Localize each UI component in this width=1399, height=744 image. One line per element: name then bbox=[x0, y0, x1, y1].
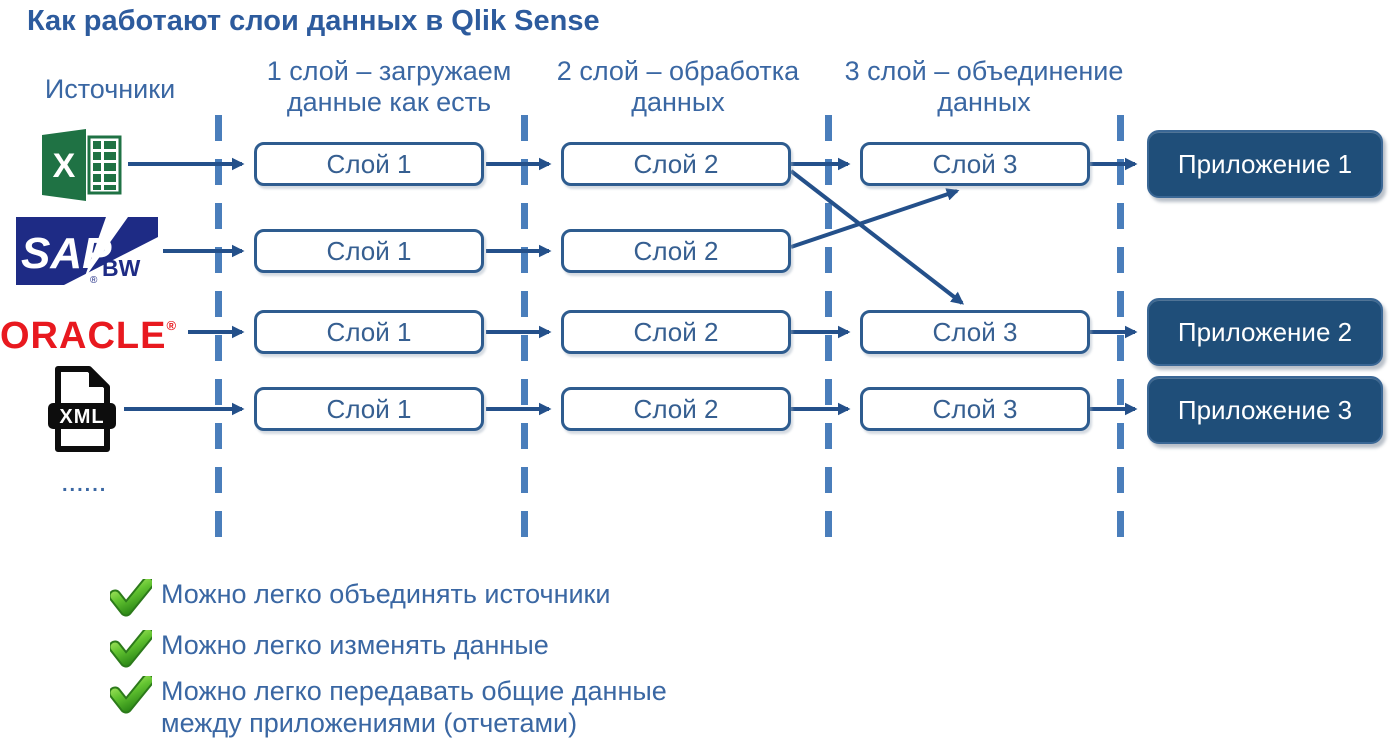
green-check-icon bbox=[110, 676, 152, 714]
xml-file-icon: XML bbox=[48, 366, 116, 452]
stage-divider-line-4 bbox=[1117, 115, 1124, 553]
excel-icon: X bbox=[42, 129, 122, 201]
stage-divider-line-2 bbox=[521, 115, 528, 553]
benefit-text: Можно легко передавать общие данные межд… bbox=[161, 676, 667, 738]
green-check-icon bbox=[110, 630, 152, 668]
layer3-box-row4: Слой 3 bbox=[860, 387, 1090, 431]
sap-reg-mark: ® bbox=[90, 275, 98, 285]
page-title: Как работают слои данных в Qlik Sense bbox=[27, 5, 600, 37]
arrow-layer2-row1-to-layer3-row3-cross bbox=[789, 169, 965, 305]
layer2-box-row4: Слой 2 bbox=[561, 387, 791, 431]
green-check-icon bbox=[110, 579, 152, 617]
stage-divider-line-1 bbox=[215, 115, 222, 553]
more-sources-ellipsis: ...... bbox=[62, 474, 108, 496]
benefit-text: Можно легко изменять данные bbox=[161, 630, 549, 660]
benefit-item: Можно легко объединять источники bbox=[110, 578, 610, 617]
xml-text: XML bbox=[59, 406, 104, 428]
column-header-sources: Источники bbox=[44, 74, 176, 104]
column-header-layer3: 3 слой – объединение данных bbox=[844, 56, 1124, 117]
layer1-box-row1: Слой 1 bbox=[254, 142, 484, 186]
application-box-3: Приложение 3 bbox=[1147, 376, 1383, 444]
layer1-box-row2: Слой 1 bbox=[254, 229, 484, 273]
benefit-item: Можно легко изменять данные bbox=[110, 629, 549, 668]
arrow-layer2-row2-to-layer3-row1-cross bbox=[790, 188, 960, 249]
excel-grid bbox=[93, 141, 116, 190]
benefit-item: Можно легко передавать общие данные межд… bbox=[110, 675, 673, 739]
application-box-2: Приложение 2 bbox=[1147, 298, 1383, 366]
layer2-box-row3: Слой 2 bbox=[561, 310, 791, 354]
excel-letter: X bbox=[53, 147, 76, 185]
layer2-box-row1: Слой 2 bbox=[561, 142, 791, 186]
stage-divider-line-3 bbox=[825, 115, 832, 553]
column-header-layer1: 1 слой – загружаем данные как есть bbox=[266, 56, 512, 117]
sap-text: SAP bbox=[21, 229, 112, 278]
layer3-box-row1: Слой 3 bbox=[860, 142, 1090, 186]
oracle-logo: ORACLE® bbox=[0, 315, 190, 358]
application-box-1: Приложение 1 bbox=[1147, 130, 1383, 198]
oracle-text: ORACLE bbox=[0, 315, 167, 357]
sap-bw-logo: SAP BW ® bbox=[16, 217, 158, 285]
benefit-text: Можно легко объединять источники bbox=[161, 579, 611, 609]
oracle-reg-mark: ® bbox=[166, 318, 177, 333]
sap-bw-text: BW bbox=[102, 255, 141, 281]
layer1-box-row3: Слой 1 bbox=[254, 310, 484, 354]
column-header-layer2: 2 слой – обработка данных bbox=[556, 56, 800, 117]
layer1-box-row4: Слой 1 bbox=[254, 387, 484, 431]
layer2-box-row2: Слой 2 bbox=[561, 229, 791, 273]
layer3-box-row3: Слой 3 bbox=[860, 310, 1090, 354]
